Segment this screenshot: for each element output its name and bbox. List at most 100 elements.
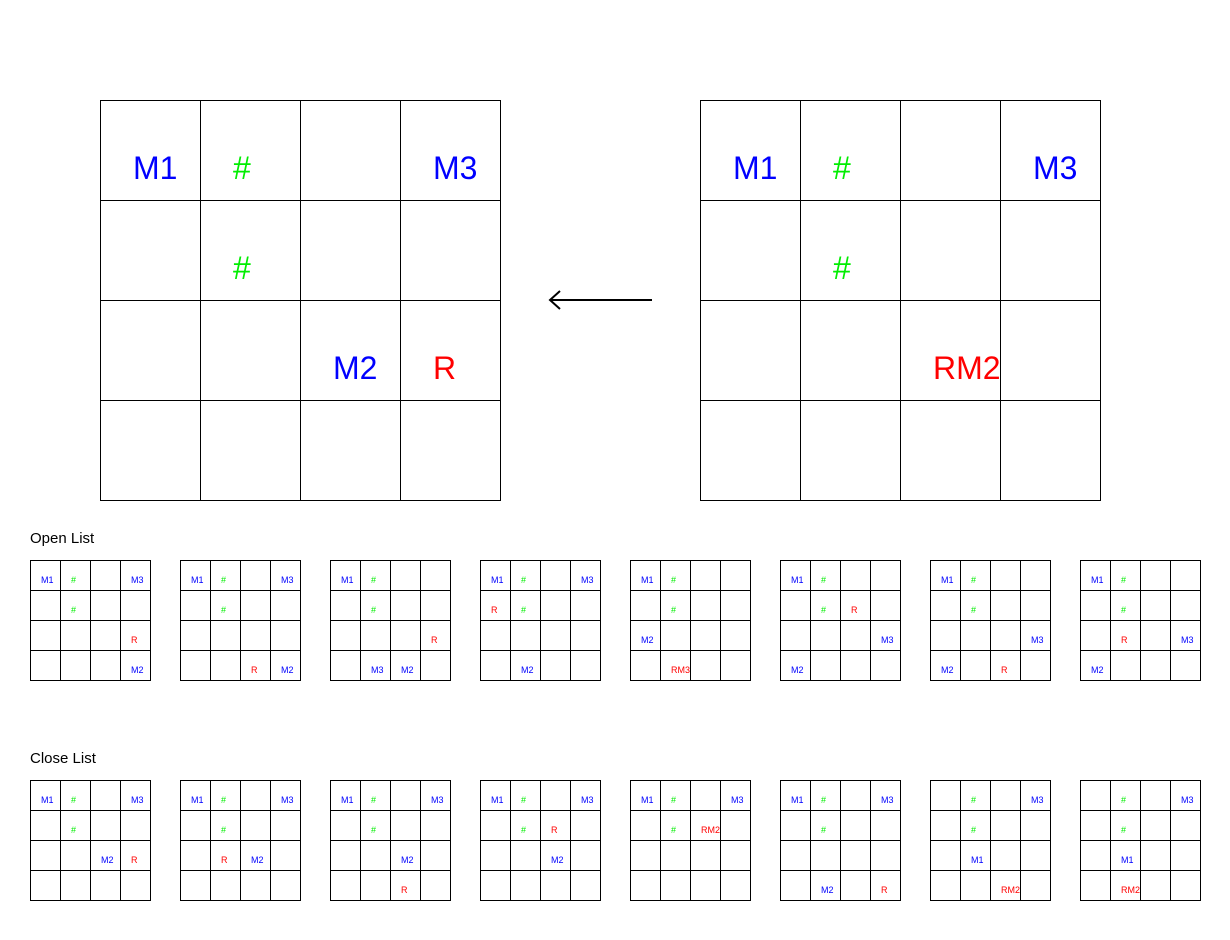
grid-cell	[1021, 591, 1051, 621]
cell-token: R	[221, 855, 228, 865]
grid-cell: M1	[1111, 841, 1141, 871]
grid-cell	[421, 871, 451, 901]
cell-token: M1	[641, 795, 654, 805]
grid-cell	[571, 651, 601, 681]
grid-cell: M3	[421, 781, 451, 811]
grid-cell: M1	[781, 781, 811, 811]
grid-cell: M1	[181, 781, 211, 811]
grid-cell	[931, 871, 961, 901]
grid-cell	[61, 841, 91, 871]
grid-cell: #	[211, 591, 241, 621]
grid-cell: M3	[1001, 101, 1101, 201]
grid-cell	[571, 871, 601, 901]
grid-cell	[1171, 871, 1201, 901]
cell-token: #	[971, 825, 977, 835]
grid-cell: #	[211, 781, 241, 811]
grid-cell	[811, 841, 841, 871]
main-grid-right: M1#M3#RM2	[700, 100, 1101, 501]
grid-cell	[661, 871, 691, 901]
grid-cell	[721, 561, 751, 591]
grid-cell: #	[61, 591, 91, 621]
cell-token: M1	[191, 795, 204, 805]
grid-cell	[331, 621, 361, 651]
grid-cell: M1	[781, 561, 811, 591]
grid-cell: #	[211, 811, 241, 841]
grid-cell	[1141, 651, 1171, 681]
grid-cell	[91, 591, 121, 621]
grid-cell: #	[1111, 781, 1141, 811]
grid-cell	[1141, 591, 1171, 621]
grid-cell	[811, 621, 841, 651]
grid-cell	[1171, 811, 1201, 841]
grid-cell: #	[361, 781, 391, 811]
grid-cell: R	[241, 651, 271, 681]
grid-cell	[781, 591, 811, 621]
grid-cell	[91, 811, 121, 841]
cell-token: R	[251, 665, 258, 675]
grid-cell	[181, 591, 211, 621]
grid-cell: #	[511, 591, 541, 621]
grid-cell	[91, 651, 121, 681]
grid-cell: M2	[811, 871, 841, 901]
grid-cell: M2	[781, 651, 811, 681]
grid-cell	[91, 781, 121, 811]
grid-cell: M3	[401, 101, 501, 201]
grid-cell	[391, 781, 421, 811]
grid-cell	[1141, 841, 1171, 871]
grid-cell: #	[1111, 811, 1141, 841]
cell-token: #	[971, 575, 977, 585]
grid-cell: R	[1111, 621, 1141, 651]
grid-cell	[331, 871, 361, 901]
grid-cell	[31, 591, 61, 621]
grid-cell: M3	[361, 651, 391, 681]
grid-cell	[121, 811, 151, 841]
grid-cell: R	[401, 301, 501, 401]
grid-cell: M2	[511, 651, 541, 681]
grid-cell: RM2	[991, 871, 1021, 901]
grid-cell: M1	[931, 561, 961, 591]
grid-cell: M3	[871, 781, 901, 811]
grid-cell	[331, 811, 361, 841]
grid-cell	[1081, 841, 1111, 871]
grid-cell: #	[811, 591, 841, 621]
grid-cell	[691, 781, 721, 811]
grid-cell: #	[61, 811, 91, 841]
grid-cell	[961, 621, 991, 651]
cell-token: M2	[551, 855, 564, 865]
grid-cell	[1141, 621, 1171, 651]
grid-cell: #	[361, 811, 391, 841]
grid-cell: #	[511, 561, 541, 591]
grid-cell: #	[201, 101, 301, 201]
grid-cell	[421, 811, 451, 841]
cell-token: #	[521, 575, 527, 585]
grid-cell	[901, 101, 1001, 201]
cell-token: M2	[641, 635, 654, 645]
cell-token: R	[1001, 665, 1008, 675]
grid-cell	[1081, 811, 1111, 841]
grid-cell	[541, 621, 571, 651]
cell-token: M1	[641, 575, 654, 585]
cell-token: #	[671, 605, 677, 615]
cell-token: #	[71, 575, 77, 585]
grid-cell	[1021, 841, 1051, 871]
cell-token: R	[433, 350, 457, 386]
grid-cell: M3	[121, 561, 151, 591]
grid-cell	[541, 591, 571, 621]
grid-cell: M2	[91, 841, 121, 871]
grid-cell	[421, 651, 451, 681]
cell-token: M3	[1033, 150, 1078, 186]
cell-token: M2	[101, 855, 114, 865]
grid-cell: #	[361, 591, 391, 621]
cell-token: M1	[971, 855, 984, 865]
grid-cell	[421, 561, 451, 591]
cell-token: M1	[491, 575, 504, 585]
cell-token: #	[821, 795, 827, 805]
cell-token: #	[521, 825, 527, 835]
grid-cell	[1111, 651, 1141, 681]
grid-cell	[991, 811, 1021, 841]
